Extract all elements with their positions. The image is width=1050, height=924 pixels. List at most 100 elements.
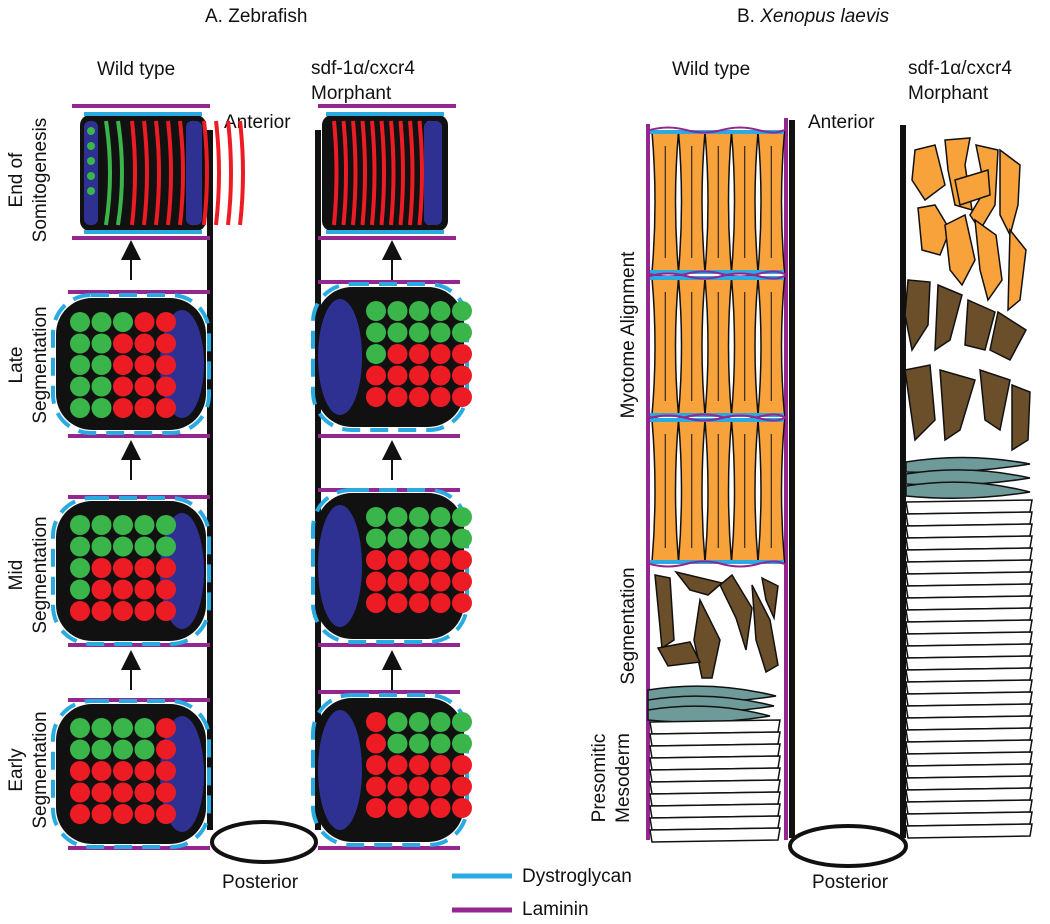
red-cell bbox=[156, 761, 176, 781]
red-cell bbox=[156, 739, 176, 760]
panel-b-tailbud bbox=[788, 824, 908, 868]
red-cell bbox=[156, 333, 176, 354]
psm-cell bbox=[905, 823, 1033, 839]
red-cell bbox=[452, 755, 472, 775]
svg-text:Segmentation: Segmentation bbox=[30, 516, 51, 633]
red-cell bbox=[409, 593, 429, 613]
green-cell bbox=[430, 733, 451, 754]
green-cell bbox=[113, 739, 133, 760]
red-cell bbox=[452, 776, 472, 797]
red-cell bbox=[387, 365, 408, 386]
red-cell bbox=[91, 579, 112, 600]
red-fiber bbox=[389, 120, 396, 226]
red-cell bbox=[113, 376, 133, 397]
green-cell bbox=[134, 515, 155, 535]
green-cell bbox=[91, 355, 112, 375]
stage-label-myotome: Myotome Alignment bbox=[618, 251, 639, 419]
red-cell bbox=[409, 776, 429, 797]
panel-b-notochord bbox=[788, 120, 908, 868]
brown-cell bbox=[674, 570, 724, 596]
red-cell bbox=[387, 776, 408, 797]
green-cell bbox=[70, 536, 90, 557]
red-cell bbox=[409, 571, 429, 592]
green-cell bbox=[91, 536, 112, 557]
red-cell bbox=[409, 550, 429, 570]
red-cell bbox=[366, 798, 386, 818]
green-cell bbox=[452, 322, 472, 343]
zebrafish-somites bbox=[51, 104, 472, 850]
red-fiber bbox=[417, 120, 424, 226]
red-cell bbox=[134, 312, 155, 332]
green-cell bbox=[113, 718, 133, 738]
svg-text:Segmentation: Segmentation bbox=[618, 567, 639, 684]
green-cell bbox=[70, 558, 90, 578]
orange-cell bbox=[999, 148, 1021, 238]
red-cell bbox=[113, 601, 133, 621]
red-cell bbox=[387, 593, 408, 613]
red-fiber bbox=[202, 120, 209, 226]
panel-a-posterior: Posterior bbox=[222, 872, 299, 893]
orange-cell bbox=[974, 218, 1003, 302]
legend-label-laminin: Laminin bbox=[522, 899, 589, 919]
green-cell bbox=[452, 733, 472, 754]
panel-a-notochord bbox=[207, 130, 321, 864]
brown-cell bbox=[751, 584, 779, 674]
red-cell bbox=[366, 755, 386, 775]
red-cell bbox=[156, 718, 176, 738]
red-cell bbox=[91, 761, 112, 781]
laminin-wave bbox=[649, 272, 785, 280]
green-cell bbox=[366, 507, 386, 527]
svg-text:Early: Early bbox=[6, 748, 27, 792]
panel-a-tailbud bbox=[210, 820, 318, 864]
stage-label-segmentation: Segmentation bbox=[618, 567, 639, 684]
panel-b-col-morphant-1: sdf-1α/cxcr4 bbox=[908, 58, 1012, 79]
red-cell bbox=[366, 733, 386, 754]
red-cell bbox=[409, 798, 429, 818]
red-cell bbox=[452, 344, 472, 364]
panel-b-col-wildtype: Wild type bbox=[672, 59, 750, 80]
red-fiber bbox=[142, 120, 149, 226]
green-cell bbox=[70, 312, 90, 332]
red-cell bbox=[366, 387, 386, 407]
green-cell bbox=[70, 376, 90, 397]
green-cell bbox=[87, 127, 95, 135]
dystroglycan-outline bbox=[51, 293, 211, 435]
somite-body bbox=[80, 115, 206, 231]
red-fiber bbox=[341, 120, 348, 226]
red-cell bbox=[134, 782, 155, 803]
green-cell bbox=[87, 142, 95, 150]
red-cell bbox=[156, 376, 176, 397]
green-cell bbox=[387, 712, 408, 732]
green-cell bbox=[87, 172, 95, 180]
green-cell bbox=[387, 322, 408, 343]
red-cell bbox=[430, 387, 451, 407]
red-cell bbox=[91, 782, 112, 803]
green-cell bbox=[452, 528, 472, 549]
red-cell bbox=[113, 579, 133, 600]
red-cell bbox=[70, 601, 90, 621]
red-cell bbox=[430, 798, 451, 818]
green-cell bbox=[70, 355, 90, 375]
green-cell bbox=[409, 712, 429, 732]
red-cell bbox=[452, 387, 472, 407]
red-cell bbox=[156, 398, 176, 418]
red-cell bbox=[430, 755, 451, 775]
red-cell bbox=[134, 804, 155, 824]
stage-label-mid: Mid Segmentation bbox=[6, 516, 51, 633]
orange-cell bbox=[911, 144, 946, 202]
laminin-wave bbox=[649, 414, 785, 422]
green-cell bbox=[387, 507, 408, 527]
svg-text:Segmentation: Segmentation bbox=[30, 711, 51, 828]
green-cell bbox=[156, 515, 176, 535]
green-cell bbox=[70, 515, 90, 535]
red-fiber bbox=[214, 120, 221, 226]
panel-b-posterior: Posterior bbox=[812, 872, 889, 893]
green-cell bbox=[134, 739, 155, 760]
panel-a-anterior: Anterior bbox=[224, 112, 291, 133]
green-cell bbox=[409, 733, 429, 754]
brown-cell bbox=[989, 310, 1027, 361]
red-fiber bbox=[360, 120, 367, 226]
green-cell bbox=[134, 536, 155, 557]
red-cell bbox=[452, 550, 472, 570]
red-cell bbox=[366, 593, 386, 613]
